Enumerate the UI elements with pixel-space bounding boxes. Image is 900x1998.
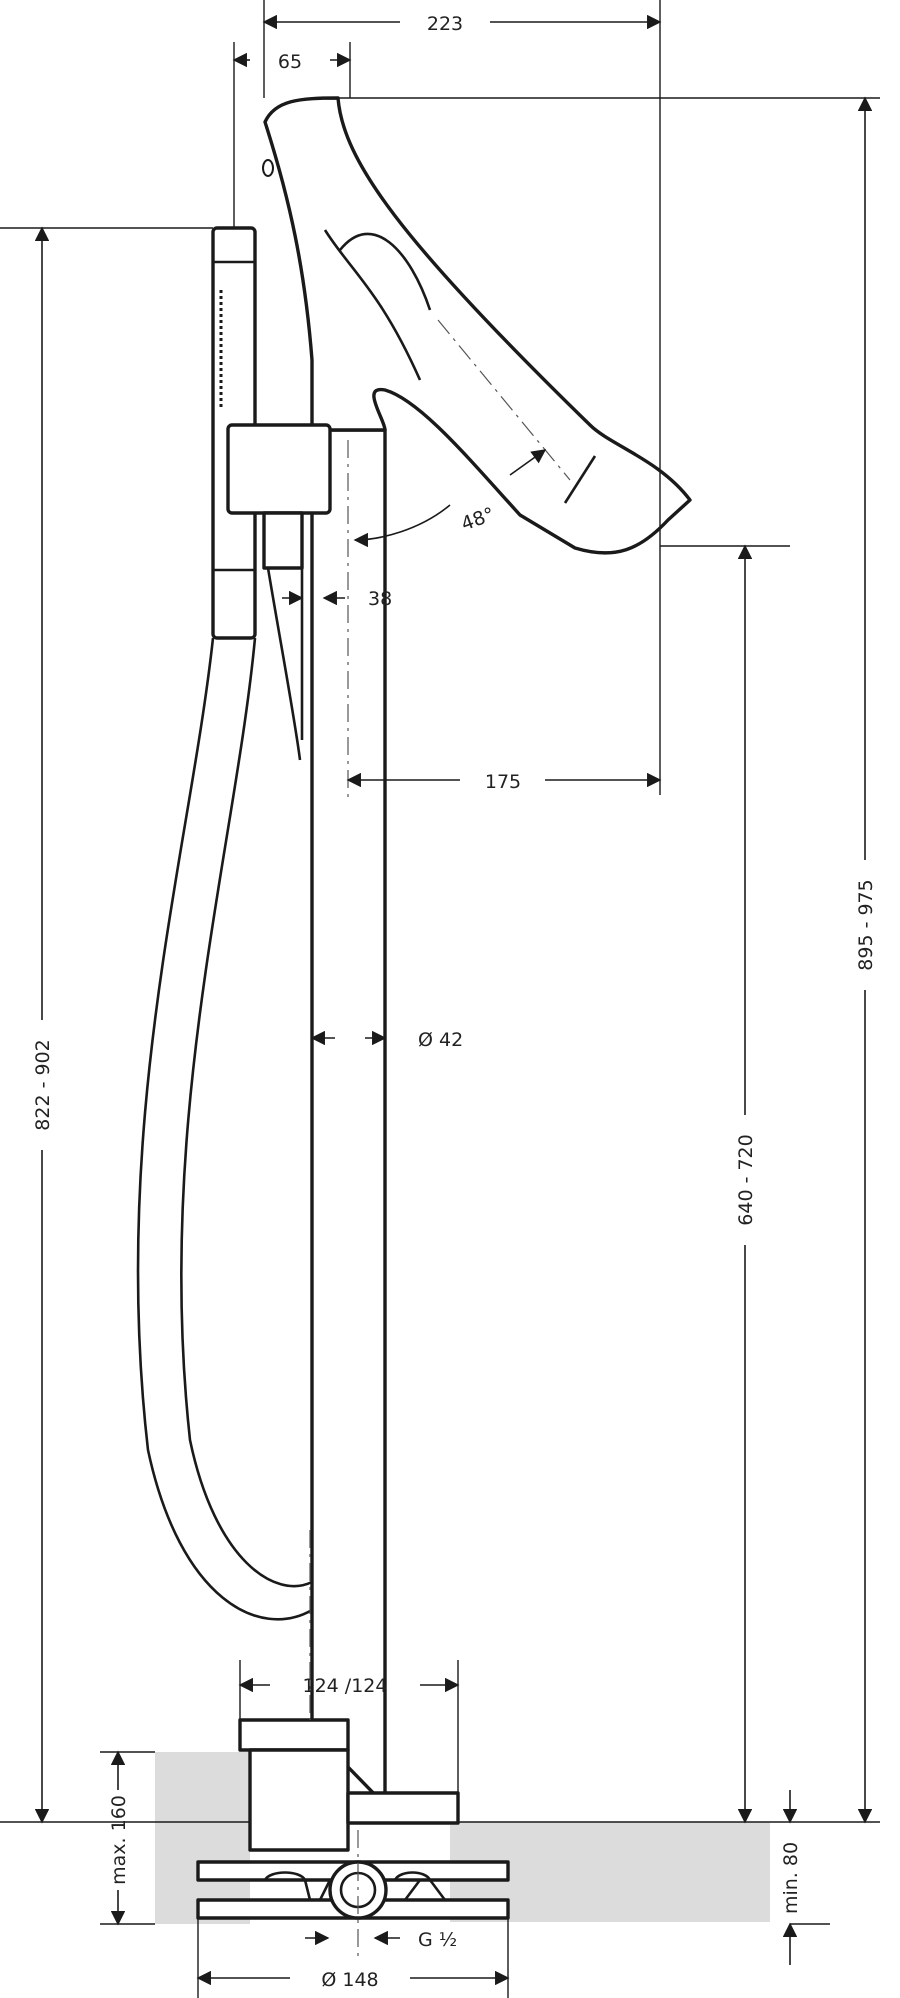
dim-822-902: 822 - 902 bbox=[32, 1039, 54, 1130]
dim-640-720: 640 - 720 bbox=[735, 1134, 757, 1225]
shower-holder bbox=[226, 423, 332, 761]
dimension-lines bbox=[34, 14, 873, 1986]
shower-hose bbox=[136, 637, 313, 1621]
faucet-base bbox=[238, 1718, 460, 1852]
dim-38: 38 bbox=[368, 588, 392, 610]
spout-body bbox=[262, 96, 692, 555]
dim-175: 175 bbox=[485, 771, 521, 793]
dim-65: 65 bbox=[278, 51, 302, 73]
faucet-column bbox=[310, 428, 387, 1807]
dim-124-124: 124 /124 bbox=[303, 1675, 388, 1697]
dim-g-half: G ½ bbox=[418, 1929, 457, 1951]
dimension-labels: 223 65 895 - 975 822 - 902 640 - 720 48°… bbox=[32, 13, 877, 1991]
center-lines bbox=[309, 319, 571, 1960]
dim-diameter-42: Ø 42 bbox=[418, 1029, 463, 1051]
dim-angle-48: 48° bbox=[458, 503, 497, 535]
dim-min-80: min. 80 bbox=[780, 1842, 802, 1914]
dim-max-160: max. 160 bbox=[108, 1795, 130, 1885]
dim-diameter-148: Ø 148 bbox=[321, 1969, 378, 1991]
dim-223: 223 bbox=[427, 13, 463, 35]
installation-unit bbox=[196, 1860, 510, 1920]
dim-895-975: 895 - 975 bbox=[855, 879, 877, 970]
